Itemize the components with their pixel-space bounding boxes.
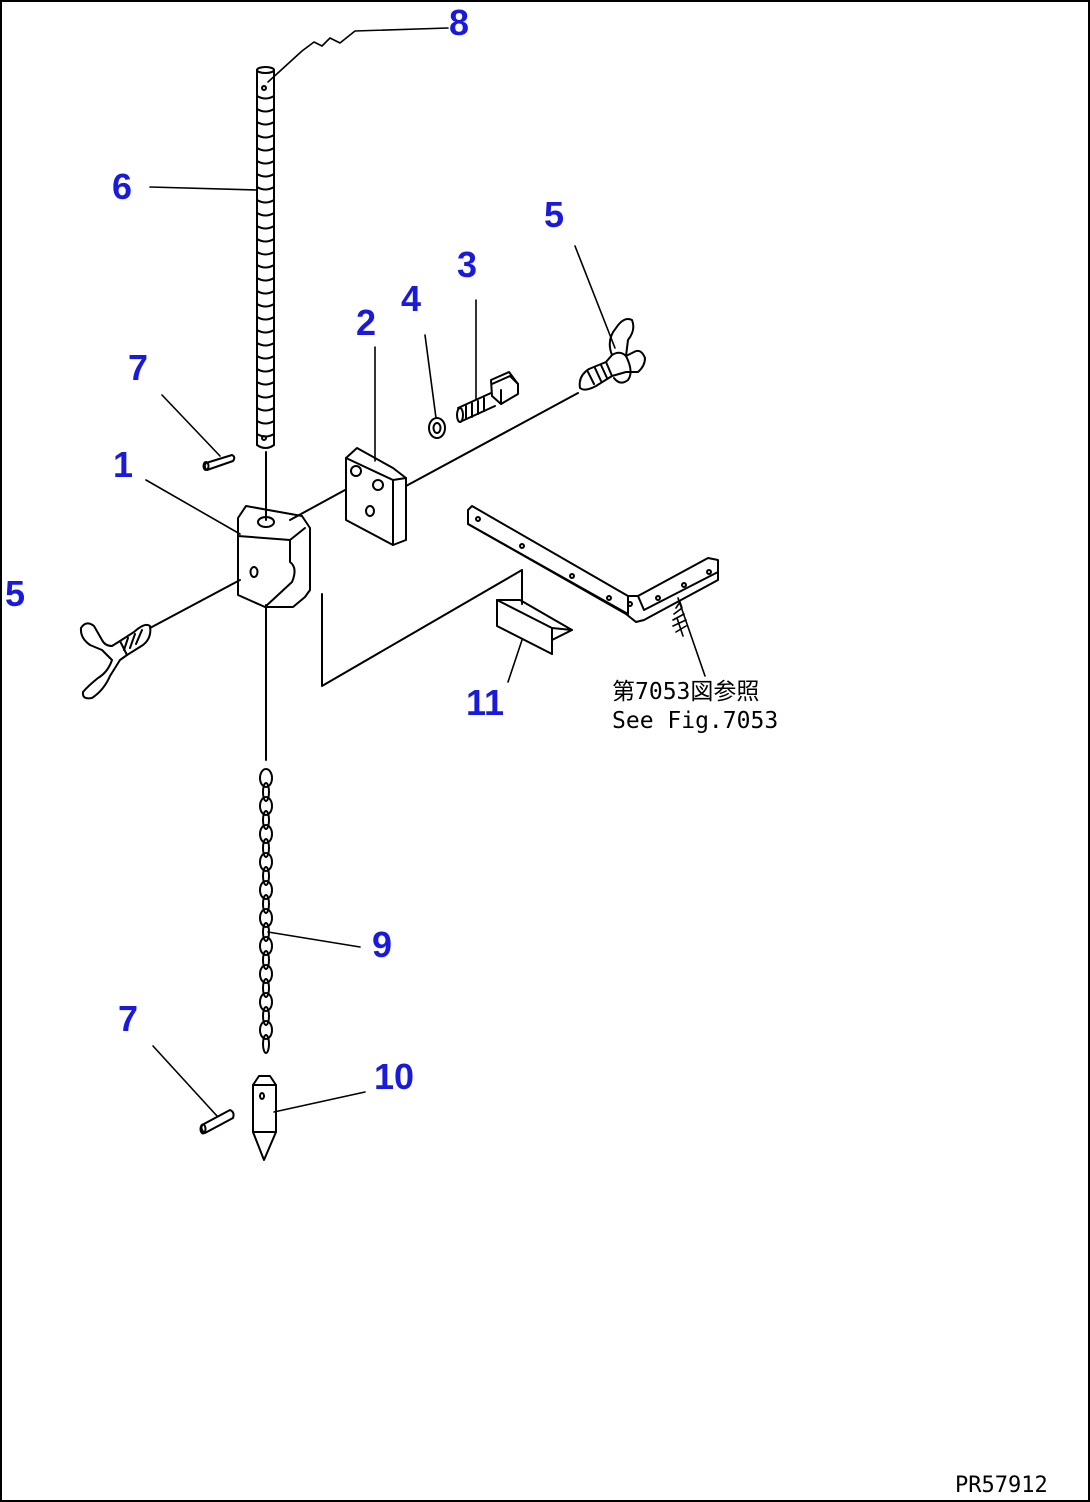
pin-upper	[204, 455, 235, 470]
pin-lower	[201, 1110, 234, 1134]
rod-graduations	[257, 96, 274, 437]
callout-3: 3	[457, 244, 477, 285]
rod-graduation-mark	[257, 382, 274, 385]
rod-graduation-mark	[257, 109, 274, 112]
leader-8	[267, 27, 449, 83]
plumb-bob	[253, 1076, 276, 1160]
rod-graduation-mark	[257, 226, 274, 229]
chain-link	[260, 1021, 272, 1039]
chain-link	[260, 881, 272, 899]
leader-5-right	[574, 245, 616, 349]
callout-10: 10	[374, 1056, 414, 1097]
leader-reference	[677, 597, 706, 677]
chain-link	[260, 769, 272, 787]
rod-graduation-mark	[257, 291, 274, 294]
plate	[346, 448, 406, 545]
rod-graduation-mark	[257, 408, 274, 411]
reference-arrow	[672, 601, 687, 637]
chain-link	[263, 839, 269, 857]
rod-graduation-mark	[257, 343, 274, 346]
assembly-axis-wingbolt-right	[405, 392, 579, 487]
rod-graduation-mark	[257, 369, 274, 372]
callout-6: 6	[112, 166, 132, 207]
callout-5-left: 5	[5, 573, 25, 614]
rod-graduation-mark	[257, 356, 274, 359]
chain-link	[260, 937, 272, 955]
chain-link	[263, 811, 269, 829]
reference-bracket	[468, 506, 718, 622]
leader-4	[424, 334, 437, 419]
chain-link	[260, 993, 272, 1011]
chain-link	[263, 895, 269, 913]
rod-graduation-mark	[257, 265, 274, 268]
callout-2: 2	[356, 302, 376, 343]
assembly-axis-plate	[289, 489, 346, 521]
reference-note-english: See Fig.7053	[612, 708, 778, 734]
drawing-id: PR57912	[955, 1473, 1048, 1498]
rod-graduation-mark	[257, 96, 274, 99]
callout-1: 1	[113, 444, 133, 485]
chain-link	[260, 853, 272, 871]
rod-graduation-mark	[257, 135, 274, 138]
callout-4: 4	[401, 278, 421, 319]
callout-9: 9	[372, 924, 392, 965]
rod-graduation-mark	[257, 148, 274, 151]
leader-10	[273, 1091, 366, 1113]
angle-bracket	[497, 600, 572, 654]
chain	[260, 769, 272, 1053]
chain-link	[260, 909, 272, 927]
chain-link	[263, 783, 269, 801]
rod-graduation-mark	[257, 252, 274, 255]
rod-graduation-mark	[257, 187, 274, 190]
rod-graduation-mark	[257, 330, 274, 333]
holder-block	[238, 506, 310, 607]
leader-9	[267, 931, 361, 948]
wing-bolt-left	[81, 580, 240, 698]
rod-graduation-mark	[257, 213, 274, 216]
callout-11: 11	[466, 682, 504, 723]
leader-lines	[145, 27, 706, 1117]
leader-1	[145, 479, 241, 535]
chain-link	[263, 951, 269, 969]
callout-5-right: 5	[544, 194, 564, 235]
chain-link	[263, 867, 269, 885]
callout-7-lower: 7	[118, 998, 138, 1039]
chain-link	[263, 1035, 269, 1053]
chain-link	[260, 825, 272, 843]
rod-graduation-mark	[257, 421, 274, 424]
leader-6	[149, 186, 258, 191]
washer	[429, 418, 445, 438]
callout-7-upper: 7	[128, 347, 148, 388]
bolt	[457, 372, 518, 422]
rod-graduation-mark	[257, 122, 274, 125]
rod-graduation-mark	[257, 278, 274, 281]
graduated-rod	[257, 67, 274, 448]
callout-8: 8	[449, 2, 469, 43]
rod-graduation-mark	[257, 317, 274, 320]
leader-11	[507, 639, 523, 683]
leader-7-lower	[152, 1045, 218, 1117]
rod-graduation-mark	[257, 161, 274, 164]
chain-link	[263, 1007, 269, 1025]
chain-link	[260, 965, 272, 983]
rod-graduation-mark	[257, 174, 274, 177]
chain-link	[263, 979, 269, 997]
rod-graduation-mark	[257, 200, 274, 203]
chain-link	[260, 797, 272, 815]
rod-graduation-mark	[257, 304, 274, 307]
wing-bolt-right	[580, 319, 645, 390]
leader-7-upper	[161, 394, 221, 457]
rod-graduation-mark	[257, 239, 274, 242]
rod-graduation-mark	[257, 395, 274, 398]
assembly-link-line	[321, 569, 523, 687]
reference-note-japanese: 第7053図参照	[612, 679, 759, 705]
